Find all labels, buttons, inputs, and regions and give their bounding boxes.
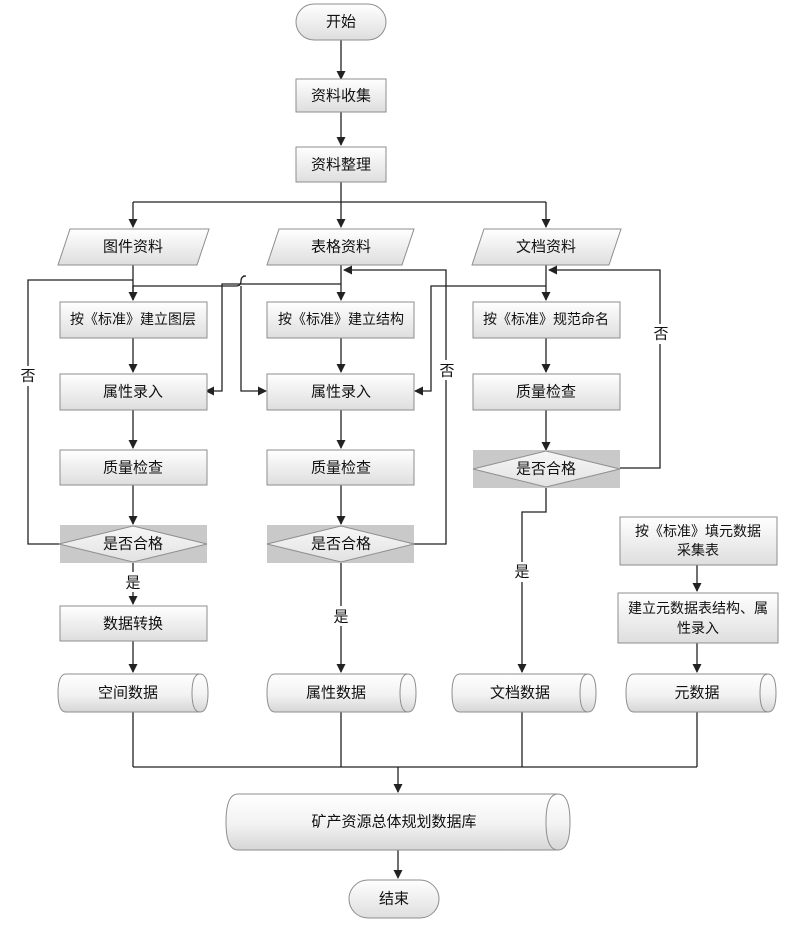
attribute-data-store: 属性数据: [266, 673, 417, 713]
start-label: 开始: [326, 13, 356, 31]
connectors: [27, 40, 702, 879]
metadata-label: 元数据: [674, 684, 719, 702]
attr-entry-step-2: 属性录入: [266, 373, 415, 411]
pass-decision-3: 是否合格: [472, 450, 621, 488]
qc-step-3: 质量检查: [472, 373, 621, 411]
attr-entry-label-1: 属性录入: [103, 383, 163, 401]
graph-data-input: 图件资料: [57, 228, 210, 266]
table-data-input: 表格资料: [266, 228, 415, 266]
yes-label-1: 是: [125, 574, 140, 592]
layer-build-step: 按《标准》建立图层: [59, 301, 208, 339]
pass-decision-2: 是否合格: [266, 525, 415, 563]
convert-label: 数据转换: [103, 615, 163, 633]
database-label: 矿产资源总体规划数据库: [311, 813, 476, 831]
yes-label-3: 是: [514, 563, 529, 581]
document-data-label: 文档数据: [490, 684, 550, 702]
no-label-1: 否: [20, 367, 35, 385]
yes-label-2: 是: [333, 608, 348, 626]
spatial-data-store: 空间数据: [57, 673, 209, 713]
meta-fill-label-line2: 采集表: [677, 542, 719, 559]
collect-step: 资料收集: [295, 78, 387, 113]
organize-step: 资料整理: [295, 146, 387, 183]
qc-label-3: 质量检查: [516, 383, 576, 401]
pass-label-3: 是否合格: [516, 460, 576, 478]
end-terminal: 结束: [348, 879, 440, 919]
meta-struct-step: 建立元数据表结构、属 性录入: [617, 592, 779, 644]
layer-build-label: 按《标准》建立图层: [70, 312, 196, 328]
attribute-data-label: 属性数据: [306, 684, 366, 702]
spatial-data-label: 空间数据: [98, 684, 158, 702]
doc-data-label: 文档资料: [516, 238, 576, 256]
no-label-3: 否: [653, 325, 668, 343]
qc-label-2: 质量检查: [311, 459, 371, 477]
no-label-2: 否: [439, 362, 454, 380]
graph-data-label: 图件资料: [103, 238, 163, 256]
struct-build-step: 按《标准》建立结构: [266, 301, 415, 339]
metadata-store: 元数据: [625, 673, 777, 713]
qc-step-1: 质量检查: [59, 449, 208, 486]
end-label: 结束: [379, 890, 409, 908]
attr-entry-label-2: 属性录入: [311, 383, 371, 401]
meta-fill-step: 按《标准》填元数据 采集表: [619, 516, 778, 566]
pass-decision-1: 是否合格: [58, 525, 208, 563]
struct-build-label: 按《标准》建立结构: [278, 312, 404, 328]
branch-labels: 是 是 是 否 否 否: [16, 324, 672, 626]
name-norm-label: 按《标准》规范命名: [483, 311, 609, 328]
name-norm-step: 按《标准》规范命名: [472, 301, 621, 339]
document-data-store: 文档数据: [451, 673, 597, 713]
meta-struct-label-line2: 性录入: [677, 621, 719, 637]
pass-label-2: 是否合格: [311, 535, 371, 553]
attr-entry-step-1: 属性录入: [59, 373, 208, 411]
qc-step-2: 质量检查: [266, 449, 415, 486]
table-data-label: 表格资料: [311, 238, 371, 256]
pass-label-1: 是否合格: [103, 535, 163, 553]
convert-step: 数据转换: [59, 605, 208, 642]
doc-data-input: 文档资料: [471, 228, 622, 266]
collect-label: 资料收集: [311, 87, 371, 105]
database-store: 矿产资源总体规划数据库: [225, 793, 571, 851]
organize-label: 资料整理: [311, 156, 371, 174]
start-terminal: 开始: [295, 3, 387, 41]
qc-label-1: 质量检查: [103, 459, 163, 477]
meta-struct-label-line1: 建立元数据表结构、属: [628, 601, 768, 617]
meta-fill-label-line1: 按《标准》填元数据: [635, 524, 761, 540]
